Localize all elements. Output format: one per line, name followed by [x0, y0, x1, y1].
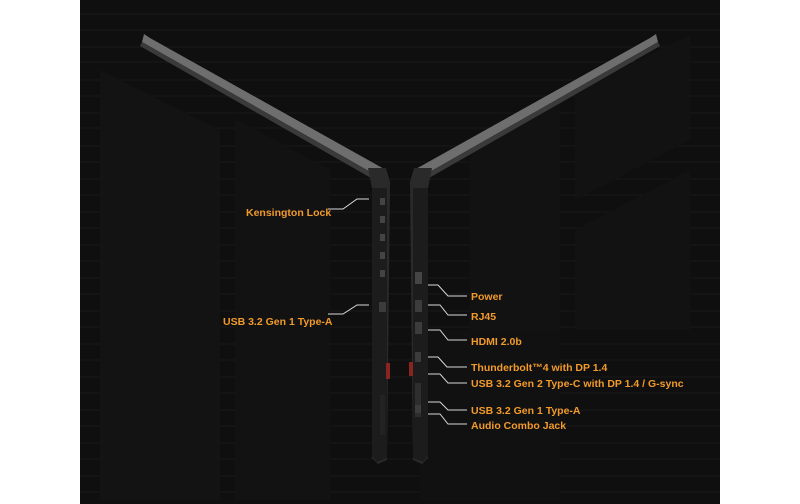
callout-line-thunderbolt — [428, 356, 467, 368]
callout-line-power — [428, 284, 467, 297]
label-rj45: RJ45 — [471, 311, 497, 323]
label-usb-a-right: USB 3.2 Gen 1 Type-A — [471, 405, 581, 417]
callout-line-audio — [428, 413, 467, 425]
callout-line-kensington — [328, 198, 369, 210]
callout-line-usb-a-left — [328, 304, 369, 315]
laptop-illustration — [80, 0, 720, 504]
label-power: Power — [471, 291, 503, 303]
laptop-left-side — [140, 34, 390, 464]
callout-line-rj45 — [428, 304, 467, 316]
label-usb-c: USB 3.2 Gen 2 Type-C with DP 1.4 / G-syn… — [471, 378, 684, 390]
laptop-right-side — [409, 34, 660, 464]
background-pattern — [80, 0, 720, 504]
product-image-stage: Kensington Lock USB 3.2 Gen 1 Type-A Pow… — [80, 0, 720, 504]
label-thunderbolt: Thunderbolt™4 with DP 1.4 — [471, 362, 608, 374]
label-audio-combo-jack: Audio Combo Jack — [471, 420, 567, 432]
callout-line-hdmi — [428, 329, 467, 341]
label-kensington-lock: Kensington Lock — [246, 207, 332, 219]
callout-lines — [328, 198, 467, 425]
label-hdmi: HDMI 2.0b — [471, 336, 522, 348]
callout-line-usb-c — [428, 373, 467, 384]
label-usb-a-left: USB 3.2 Gen 1 Type-A — [223, 316, 333, 328]
callout-line-usb-a-right — [428, 401, 467, 411]
